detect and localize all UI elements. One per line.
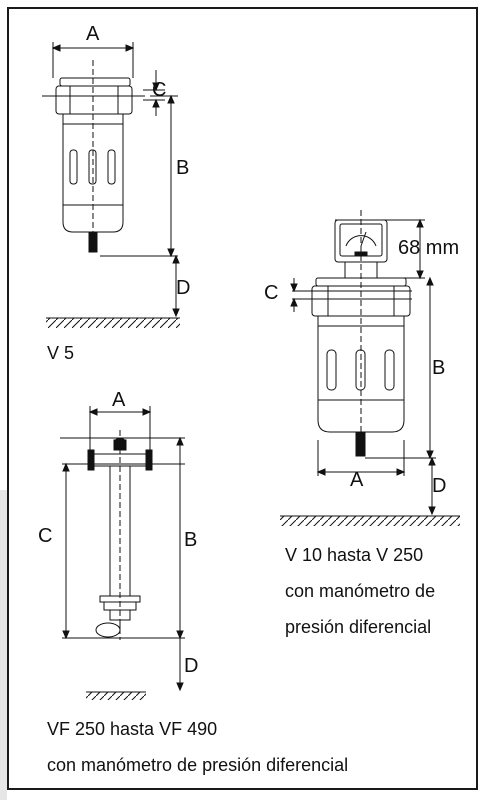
v10-caption-line-3: presión diferencial <box>285 617 432 637</box>
left-gray-strip <box>0 490 7 800</box>
vf-label-d: D <box>184 655 199 677</box>
vf-label-b: B <box>184 529 198 551</box>
vf-caption-line-2: con manómetro de presión diferencial <box>47 755 349 775</box>
v10-caption-line-1: V 10 hasta V 250 <box>285 545 424 565</box>
v10-label-b: B <box>432 357 446 379</box>
v5-label-a: A <box>86 23 100 45</box>
diagram-frame <box>7 7 478 790</box>
vf-caption-line-1: VF 250 hasta VF 490 <box>47 719 218 739</box>
v10-caption-line-2: con manómetro de <box>285 581 436 601</box>
vf-label-c: C <box>38 525 53 547</box>
v5-label-d: D <box>176 277 191 299</box>
filter-vf250-vf490-drawing <box>60 406 185 700</box>
v10-label-d: D <box>432 475 447 497</box>
v10-label-c: C <box>264 282 279 304</box>
filter-v10-v250-drawing <box>280 210 460 526</box>
filter-v5-drawing <box>42 42 180 328</box>
v10-label-a: A <box>350 469 364 491</box>
v5-caption: V 5 <box>47 343 75 363</box>
v5-label-c: C <box>152 79 167 101</box>
vf-label-a: A <box>112 389 126 411</box>
v5-label-b: B <box>176 157 190 179</box>
v10-label-gauge-height: 68 mm <box>398 237 460 259</box>
